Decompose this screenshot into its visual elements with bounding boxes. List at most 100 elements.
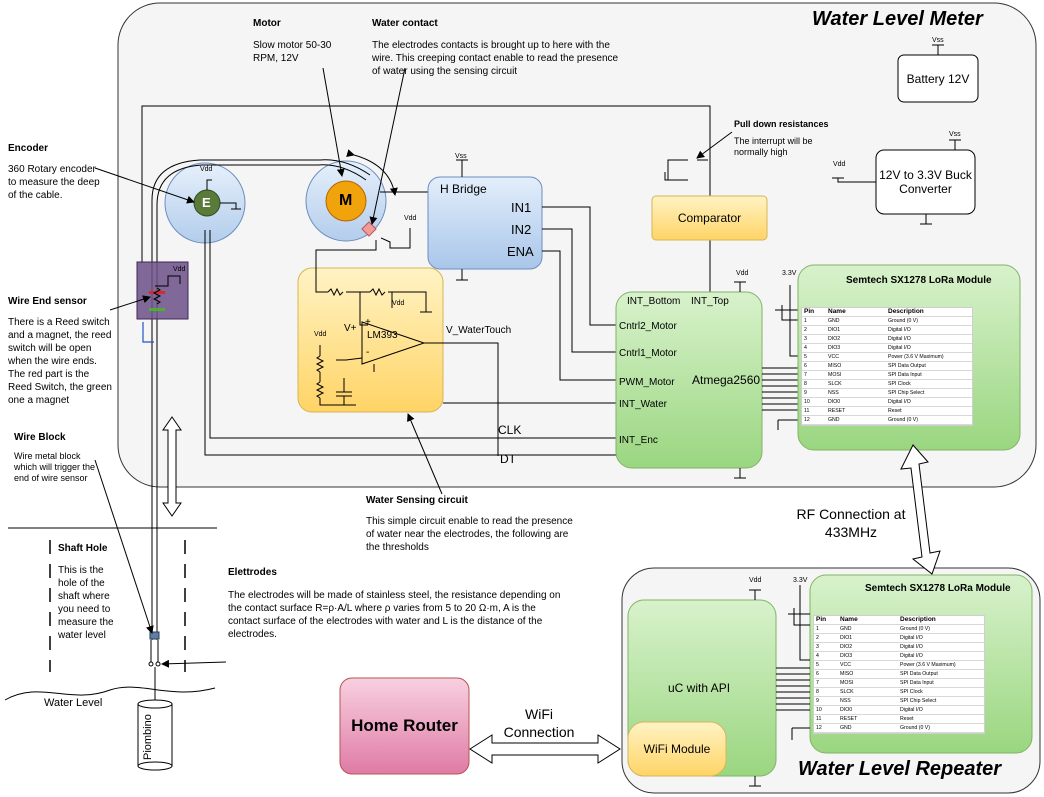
encoder-vdd-wire [206, 179, 212, 190]
hbridge-ena: ENA [507, 244, 534, 259]
wifi-module-label: WiFi Module [643, 742, 711, 756]
comparator-box [651, 195, 768, 241]
buck-wiring [832, 139, 961, 225]
pulldown-heading: Pull down resistances [734, 119, 829, 129]
water-contact-description: The electrodes contacts is brought up to… [372, 40, 619, 77]
hbridge-wiring [456, 159, 616, 381]
water-contact-symbol [361, 221, 377, 237]
hbridge-box [427, 176, 543, 270]
atmega-pwm: PWM_Motor [619, 377, 675, 388]
encoder-description: 360 Rotary encoder to measure the deep o… [8, 164, 100, 201]
encoder-vdd-label: Vdd [200, 166, 213, 173]
battery-vss-wire [932, 44, 944, 55]
wire-end-vdd-label: Vdd [173, 266, 186, 273]
hbridge-in2: IN2 [511, 222, 532, 237]
electrodes-description: The electrodes will be made of stainless… [228, 590, 561, 640]
wire-end-description: There is a Reed switch and a magnet, the… [8, 317, 112, 406]
atmega-name: Atmega2560 [692, 373, 761, 387]
wire-end-resistor [152, 287, 162, 305]
annotation-arrows [94, 67, 733, 668]
battery-vss-label: Vss [932, 37, 944, 44]
hbridge-vss-label: Vss [455, 153, 467, 160]
motor-vdd-label: Vdd [404, 215, 417, 222]
hbridge-in1: IN1 [511, 200, 532, 215]
wire-end-heading: Wire End sensor [8, 296, 87, 307]
piombino-weight [137, 699, 173, 771]
sensing-vdd-label: Vdd [392, 300, 405, 307]
signal-v-watertouch: V_WaterTouch [446, 325, 512, 336]
buck-vss-label: Vss [949, 131, 961, 138]
wifi-double-arrow [469, 734, 621, 764]
motor-heading: Motor [253, 18, 281, 29]
lora-repeater-title: Semtech SX1278 LoRa Module [865, 583, 1011, 594]
wire-block-description: Wire metal block which will trigger the … [14, 451, 96, 483]
repeater-wiring [749, 585, 810, 787]
shaft-hole-description: This is the hole of the shaft where you … [58, 565, 114, 641]
encoder-symbol-label: E [202, 195, 211, 210]
lm393-vplus: V+ [344, 323, 357, 334]
home-router-label: Home Router [351, 716, 458, 735]
water-level-label: Water Level [44, 697, 103, 709]
wire-block-heading: Wire Block [14, 432, 66, 443]
atmega-cntrl2: Cntrl2_Motor [619, 321, 677, 332]
sensing-wiring [204, 191, 616, 456]
hbridge-title: H Bridge [440, 182, 487, 196]
piombino-label: Piombino [142, 714, 154, 760]
lora-meter-3v3-label: 3.3V [782, 270, 797, 277]
encoder-ground-wire [220, 202, 241, 210]
magnet [149, 308, 165, 311]
motor-symbol-label: M [339, 192, 353, 209]
atmega-wiring [734, 281, 798, 479]
wifi-connection-label: WiFi Connection [503, 706, 575, 740]
meter-title: Water Level Meter [812, 8, 983, 30]
lm393-label: LM393 [367, 330, 398, 341]
cable [151, 159, 371, 640]
sensing-circuit-box [297, 267, 444, 413]
wire-end-wires [155, 275, 181, 287]
reed-switch [149, 291, 165, 294]
shaft-hole-heading: Shaft Hole [58, 543, 108, 554]
encoder-heading: Encoder [8, 143, 49, 154]
lm393-minus: - [366, 347, 370, 358]
depth-double-arrow [162, 416, 182, 517]
atmega-int-enc: INT_Enc [619, 435, 658, 446]
uc-vdd-label: Vdd [749, 577, 762, 584]
electrodes-symbol [148, 640, 161, 700]
buck-vdd-label: Vdd [833, 161, 846, 168]
motor-rotation-arrow [346, 149, 398, 196]
shaft-walls [49, 540, 186, 672]
sensing-heading: Water Sensing circuit [366, 495, 468, 506]
atmega-vdd-label: Vdd [736, 270, 749, 277]
water-contact-heading: Water contact [372, 18, 438, 29]
lm393-plus: + [365, 317, 371, 328]
atmega-cntrl1: Cntrl1_Motor [619, 348, 677, 359]
buck-label: 12V to 3.3V Buck Converter [879, 168, 972, 196]
pulldown-description: The interrupt will be normally high [734, 136, 813, 157]
signal-clk: CLK [498, 423, 522, 437]
water-surface [4, 686, 216, 701]
